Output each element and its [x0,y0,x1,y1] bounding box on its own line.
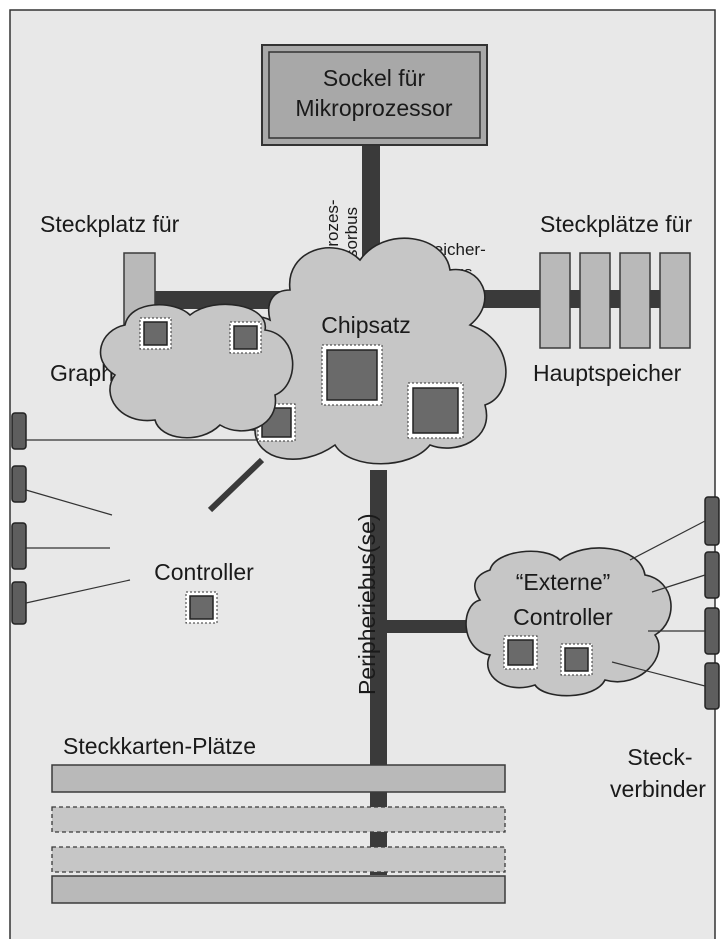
connector-right [704,662,720,710]
memory-slot [619,252,651,349]
peripheral-bus-label: Peripheriebus(se) [354,513,380,695]
processor-socket: Sockel für Mikroprozessor [261,44,488,146]
connector-right [704,496,720,546]
chip-icon [321,344,383,406]
processor-bus-label-line2: sorbus [342,207,361,258]
memory-slots-label-top: Steckplätze für [540,211,692,237]
memory-slot [579,252,611,349]
memory-slot [539,252,571,349]
wire [611,661,706,687]
connector-right [704,607,720,655]
controller-cloud [99,303,294,439]
wire [629,520,706,561]
wire [25,489,113,516]
chip-icon [503,635,538,670]
connector-right [704,551,720,599]
chipset-controller-link [207,457,265,513]
socket-label-line1: Sockel für [323,65,426,91]
connectors-label-line2: verbinder [610,776,706,802]
card-slots-label: Steckkarten-Plätze [63,733,256,759]
chipset-label: Chipsatz [321,312,410,338]
connectors-label-line1: Steck- [627,744,692,770]
wire [25,579,131,604]
controller-label: Controller [154,559,254,585]
external-controller-label-line1: “Externe” [516,569,611,595]
graphics-slot-label-top: Steckplatz für [40,211,180,237]
connector-left [11,581,27,625]
chip-icon [185,591,218,624]
chip-icon [139,317,172,350]
processor-bus-label: Prozes- sorbus [323,199,361,258]
chip-icon [560,643,593,676]
processor-bus [362,145,380,270]
card-slot-empty [51,806,506,833]
wire [651,574,706,593]
processor-bus-label-line1: Prozes- [323,199,342,258]
connector-left [11,465,27,503]
card-slot [51,875,506,904]
socket-label-line2: Mikroprozessor [295,95,453,121]
connector-left [11,412,27,450]
card-slot-empty [51,846,506,873]
card-slot [51,764,506,793]
chip-icon [407,382,464,439]
chip-icon [229,321,262,354]
external-controller-label-line2: Controller [513,604,613,630]
connector-left [11,522,27,570]
peripheral-bus-branch [385,620,485,633]
memory-slot [659,252,691,349]
memory-slots-label-bottom: Hauptspeicher [533,360,682,386]
